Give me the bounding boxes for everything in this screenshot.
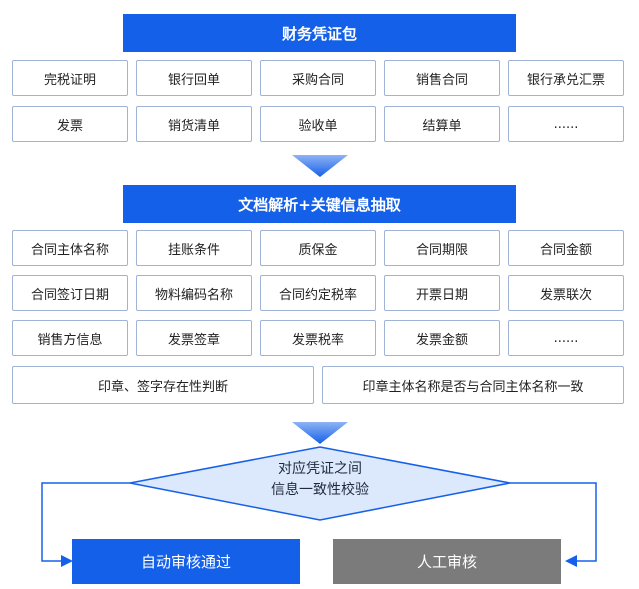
voucher-item: ...... xyxy=(508,106,624,142)
section-title-voucher-package: 财务凭证包 xyxy=(123,14,516,52)
voucher-item: 销售合同 xyxy=(384,60,500,96)
field-item: 合同金额 xyxy=(508,230,624,266)
down-chevron-icon xyxy=(292,422,348,444)
voucher-item: 采购合同 xyxy=(260,60,376,96)
field-item: 发票签章 xyxy=(136,320,252,356)
decision-label: 对应凭证之间 信息一致性校验 xyxy=(220,459,420,501)
field-item: 合同签订日期 xyxy=(12,275,128,311)
voucher-item: 银行承兑汇票 xyxy=(508,60,624,96)
field-item: 物料编码名称 xyxy=(136,275,252,311)
voucher-item: 销货清单 xyxy=(136,106,252,142)
connector-right xyxy=(510,482,597,567)
voucher-item: 完税证明 xyxy=(12,60,128,96)
field-item: 销售方信息 xyxy=(12,320,128,356)
voucher-item: 验收单 xyxy=(260,106,376,142)
field-item: 质保金 xyxy=(260,230,376,266)
decision-line-1: 对应凭证之间 xyxy=(278,461,362,477)
auto-approved-box: 自动审核通过 xyxy=(72,539,300,584)
section-title-parsing-extraction: 文档解析+关键信息抽取 xyxy=(123,185,516,223)
voucher-item: 发票 xyxy=(12,106,128,142)
field-item: 合同期限 xyxy=(384,230,500,266)
field-item-wide: 印章、签字存在性判断 xyxy=(12,366,314,404)
voucher-item: 结算单 xyxy=(384,106,500,142)
field-item: ...... xyxy=(508,320,624,356)
field-item: 开票日期 xyxy=(384,275,500,311)
field-item: 合同约定税率 xyxy=(260,275,376,311)
field-item: 挂账条件 xyxy=(136,230,252,266)
field-item: 合同主体名称 xyxy=(12,230,128,266)
field-item: 发票税率 xyxy=(260,320,376,356)
field-item: 发票联次 xyxy=(508,275,624,311)
field-item: 发票金额 xyxy=(384,320,500,356)
manual-review-box: 人工审核 xyxy=(333,539,561,584)
voucher-item: 银行回单 xyxy=(136,60,252,96)
decision-diamond xyxy=(129,446,511,521)
connector-left xyxy=(41,482,130,567)
decision-line-2: 信息一致性校验 xyxy=(271,482,369,498)
field-item-wide: 印章主体名称是否与合同主体名称一致 xyxy=(322,366,624,404)
down-chevron-icon xyxy=(292,155,348,177)
